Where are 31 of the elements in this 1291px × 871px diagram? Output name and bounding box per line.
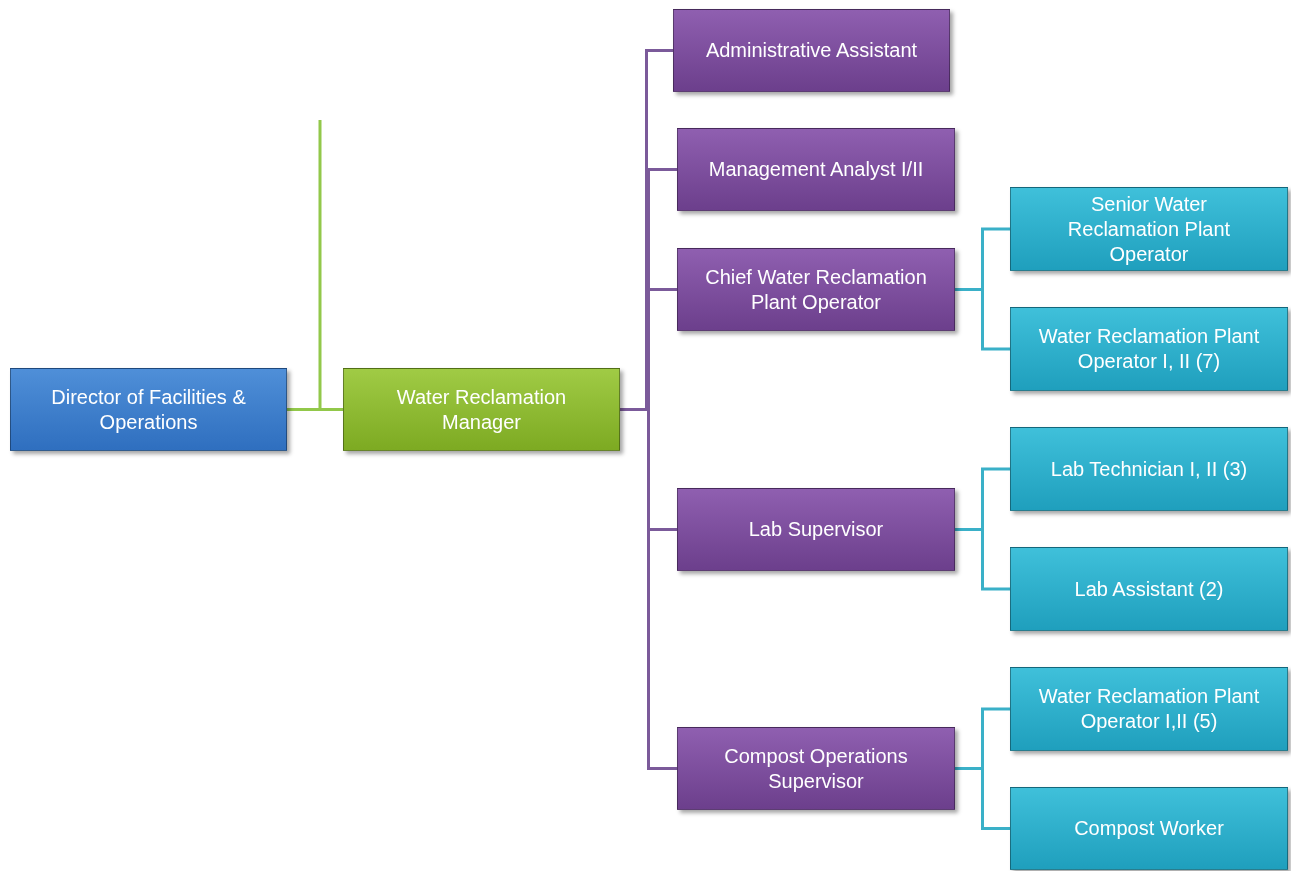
role-title: Lab Technician I, II (3) xyxy=(1050,456,1248,482)
org-box xyxy=(677,128,955,211)
role-title: Director of Facilities & Operations xyxy=(50,384,247,435)
role-title: Lab Supervisor xyxy=(748,517,884,542)
role-title: Water Reclamation Manager xyxy=(395,384,568,435)
connector-line xyxy=(318,120,343,411)
connector-line xyxy=(620,408,677,770)
connector-line xyxy=(955,288,1010,351)
org-box xyxy=(10,368,287,451)
role-title: Compost Worker xyxy=(1074,816,1224,841)
role-title: Water Reclamation Plant Operator I, II (7) xyxy=(1037,324,1261,374)
org-box xyxy=(673,9,950,92)
org-box xyxy=(1010,307,1288,391)
org-box xyxy=(677,248,955,331)
org-box xyxy=(1010,427,1288,511)
org-box xyxy=(677,727,955,810)
role-title: Senior Water Reclamation Plant Operator xyxy=(1066,191,1232,267)
org-box xyxy=(677,488,955,571)
role-title: Chief Water Reclamation Plant Operator xyxy=(704,264,928,315)
connector-line xyxy=(955,528,1010,591)
role-title: Management Analyst I/II xyxy=(708,157,924,182)
org-box xyxy=(343,368,620,451)
role-title: Lab Assistant (2) xyxy=(1074,576,1224,602)
org-box xyxy=(1010,667,1288,751)
connector-line xyxy=(955,767,1010,830)
org-box xyxy=(1010,547,1288,631)
role-title: Administrative Assistant xyxy=(705,38,918,63)
org-box xyxy=(1010,187,1288,271)
role-title: Water Reclamation Plant Operator I,II (5) xyxy=(1037,684,1261,734)
role-title: Compost Operations Supervisor xyxy=(723,743,909,794)
org-box xyxy=(1010,787,1288,870)
